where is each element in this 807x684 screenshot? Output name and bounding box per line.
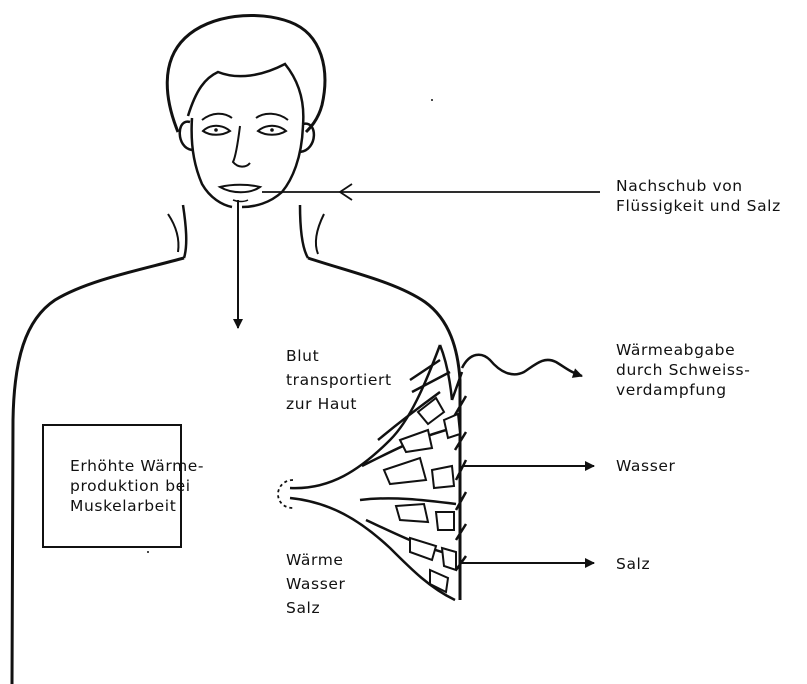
label-wasser: Wasser xyxy=(616,456,676,476)
label-waermeabgabe-line-3: verdampfung xyxy=(616,380,750,400)
mouth xyxy=(220,185,260,193)
label-bottom-line-2: Wasser xyxy=(286,572,346,596)
evaporation-arrow xyxy=(462,355,582,376)
muscle-heat-text: Erhöhte Wärme- produktion bei Muskelarbe… xyxy=(70,456,204,516)
label-blut: Blut transportiert zur Haut xyxy=(286,344,392,416)
label-bottom-line-1: Wärme xyxy=(286,548,346,572)
label-bottom-line-3: Salz xyxy=(286,596,346,620)
nose xyxy=(233,126,250,167)
neck-right xyxy=(300,205,308,258)
label-blut-line-3: zur Haut xyxy=(286,392,392,416)
label-salz: Salz xyxy=(616,554,650,574)
label-waermeabgabe: Wärmeabgabe durch Schweiss- verdampfung xyxy=(616,340,750,400)
brow-right xyxy=(256,114,288,120)
neck-left xyxy=(183,205,186,258)
face-left xyxy=(192,118,232,207)
hairline xyxy=(188,64,303,125)
label-nachschub-line-1: Nachschub von xyxy=(616,176,781,196)
label-waermeabgabe-line-1: Wärmeabgabe xyxy=(616,340,750,360)
label-nachschub-line-2: Flüssigkeit und Salz xyxy=(616,196,781,216)
head-outline xyxy=(167,15,325,132)
label-blut-line-1: Blut xyxy=(286,344,392,368)
muscle-heat-line-1: Erhöhte Wärme- xyxy=(70,456,204,476)
face-right xyxy=(242,125,303,207)
label-waermeabgabe-line-2: durch Schweiss- xyxy=(616,360,750,380)
muscle-heat-box: Erhöhte Wärme- produktion bei Muskelarbe… xyxy=(42,424,182,548)
label-blut-line-2: transportiert xyxy=(286,368,392,392)
label-waerme-wasser-salz: Wärme Wasser Salz xyxy=(286,548,346,620)
label-nachschub: Nachschub von Flüssigkeit und Salz xyxy=(616,176,781,216)
ear-left xyxy=(180,122,192,150)
muscle-heat-line-3: Muskelarbeit xyxy=(70,496,204,516)
muscle-heat-line-2: produktion bei xyxy=(70,476,204,496)
brow-left xyxy=(202,114,232,120)
